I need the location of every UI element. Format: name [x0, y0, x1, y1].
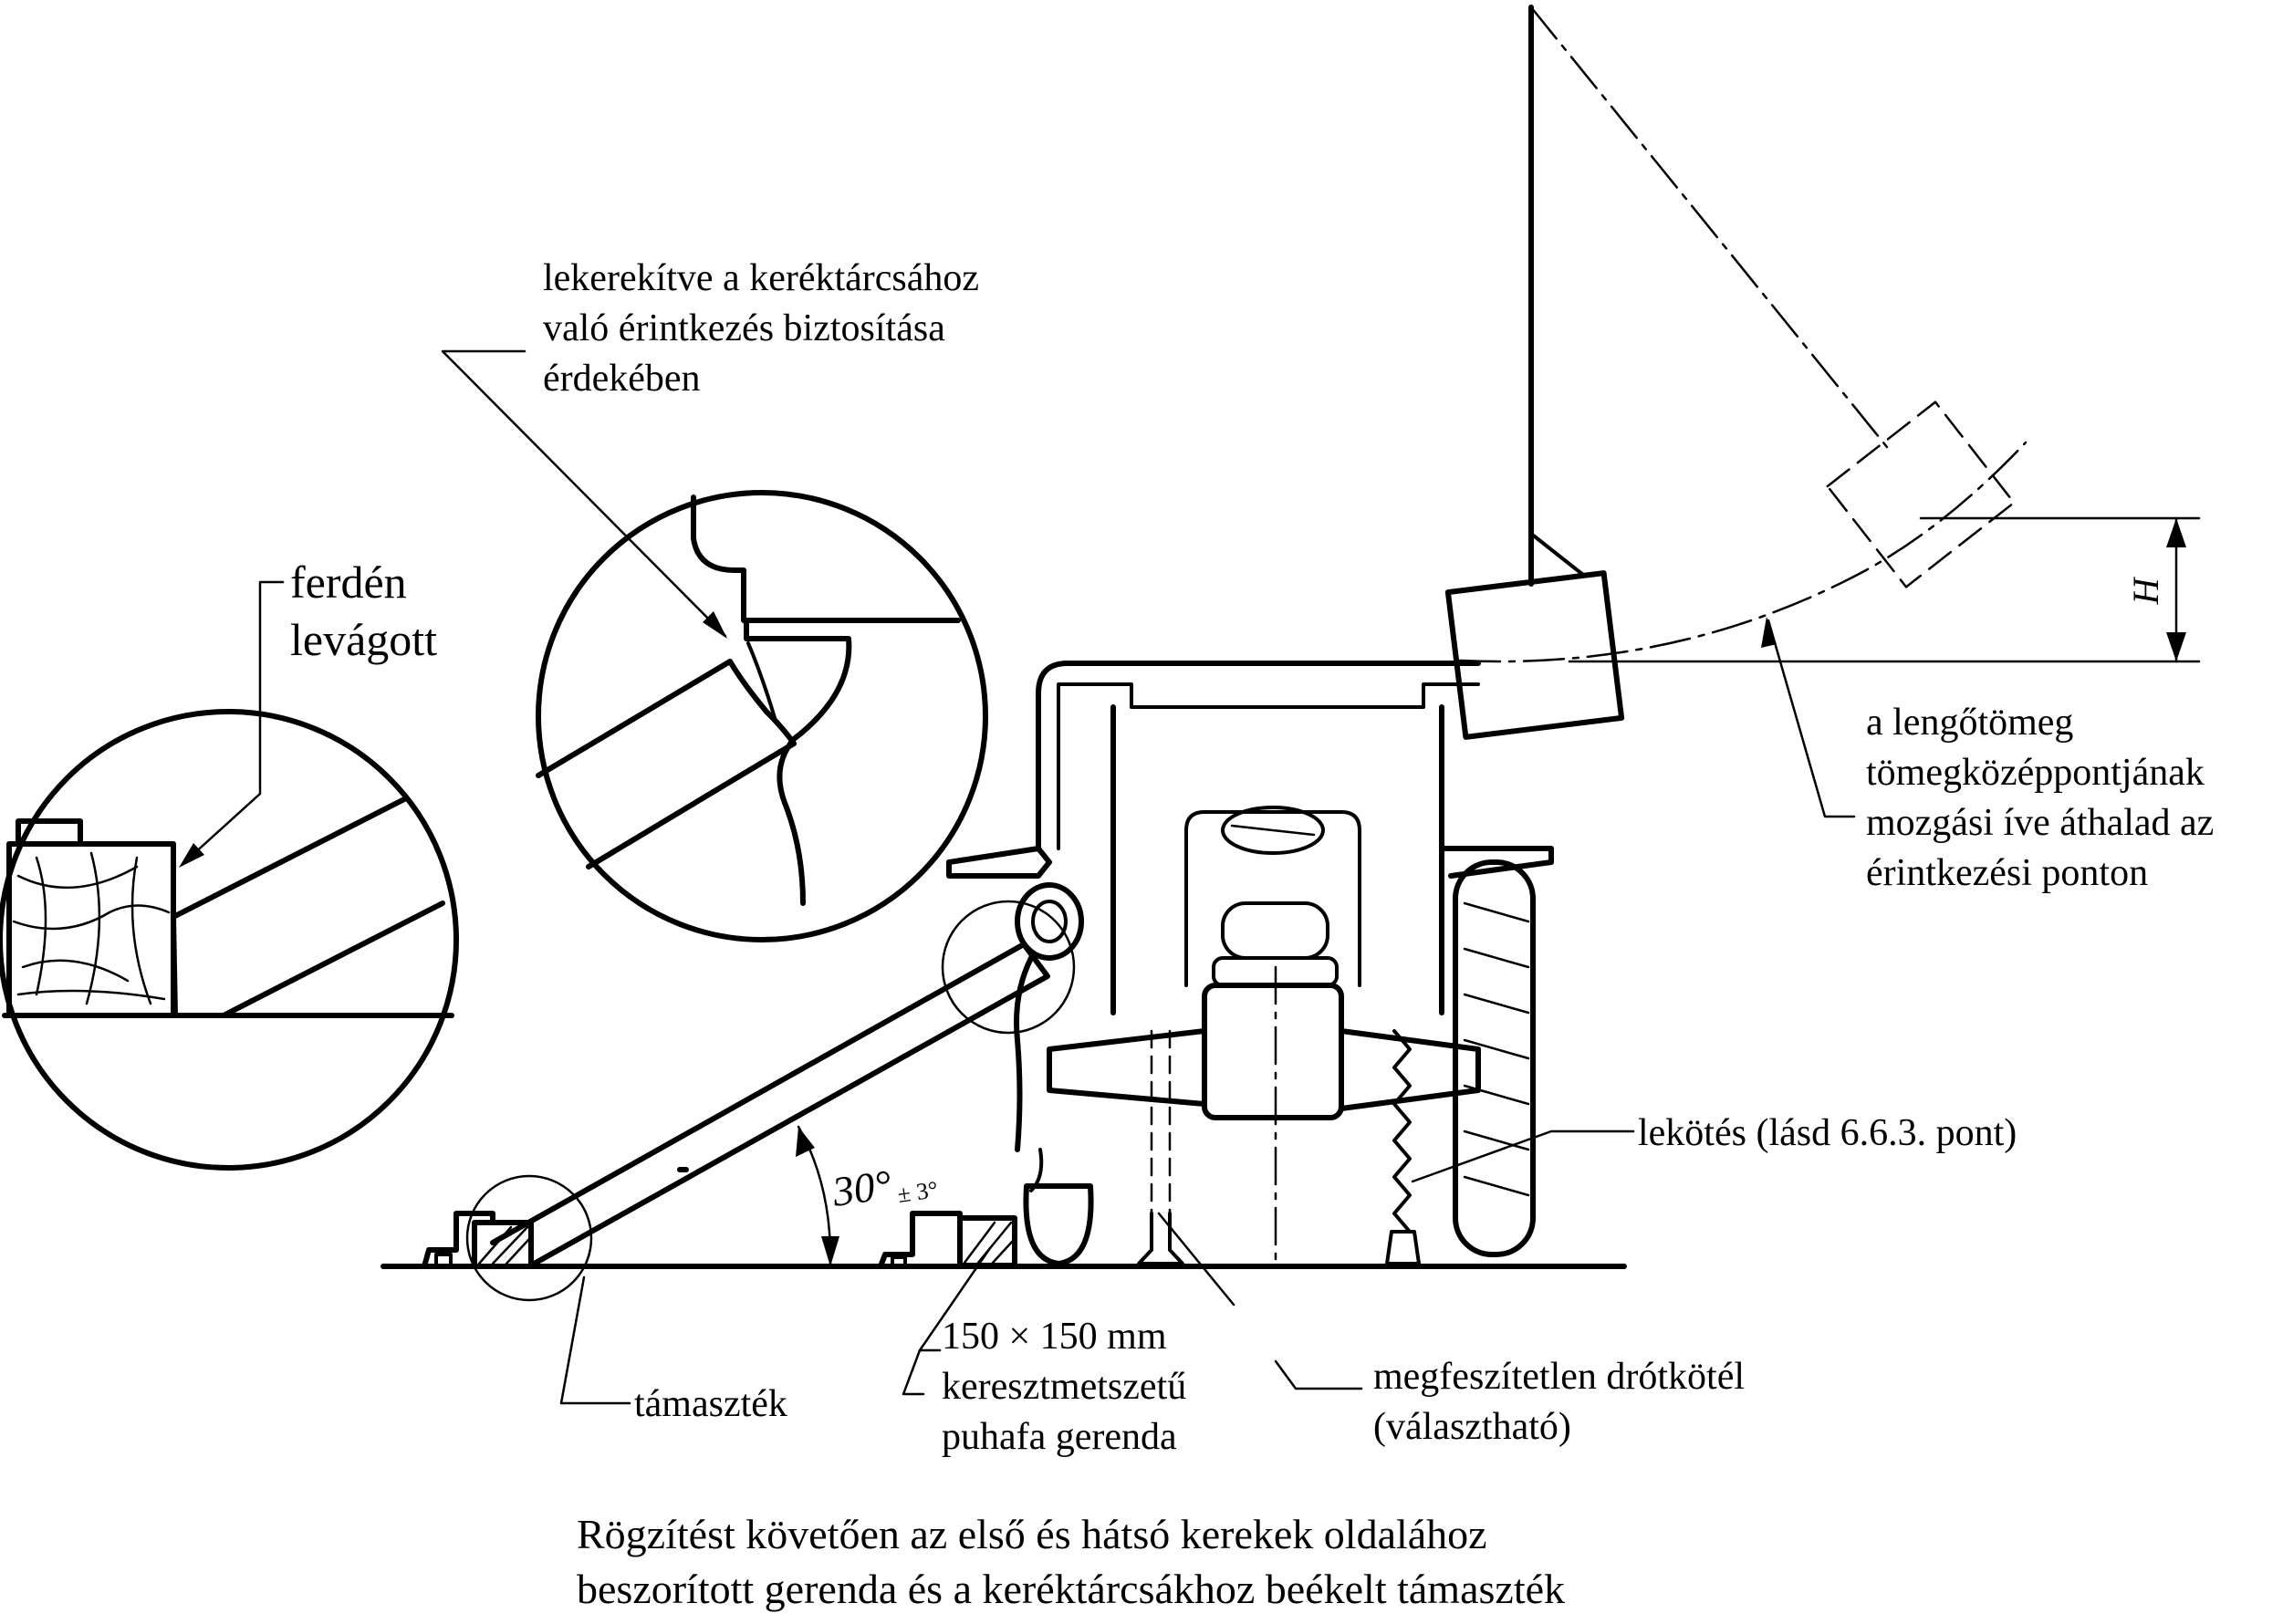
leader-rounded-note [441, 349, 727, 638]
rounded-strut-end [727, 659, 797, 746]
arrow-bevel [179, 843, 204, 868]
rounded-wheel-rim [691, 494, 961, 623]
left-wedge-hatch [477, 1225, 531, 1265]
pendulum-center-arc [1458, 441, 2028, 663]
left-chock [422, 1211, 495, 1269]
bevel-detail [0, 709, 459, 1171]
label-beam-1: 150 × 150 mm [942, 1316, 1167, 1358]
angle-arrow-bottom [821, 1236, 839, 1266]
label-rounded-note-1: lekerekítve a keréktárcsához [543, 257, 979, 299]
detail-circle-top [941, 900, 1076, 1035]
steering-wheel [1221, 806, 1325, 855]
left-wedge-block [472, 1220, 534, 1269]
left-chock-bolt [434, 1253, 453, 1267]
pendulum [1444, 5, 2201, 740]
label-arc-note-1: a lengőtömeg [1866, 702, 2073, 744]
bevel-block-top [16, 818, 83, 847]
label-height: H [2125, 576, 2166, 605]
front-wheel-bottom [1023, 1183, 1094, 1266]
right-wheel-tread [1463, 901, 1530, 1197]
label-angle-value: 30° [829, 1161, 894, 1215]
strut-bar [490, 942, 1050, 1269]
right-rear-wheel [1453, 859, 1536, 1257]
label-arc-note-4: érintkezési ponton [1866, 852, 2148, 894]
tractor [946, 661, 1554, 1268]
label-bevel-2: levágott [290, 614, 437, 665]
label-arc-note-3: mozgási íve áthalad az [1866, 802, 2214, 844]
left-wheel-hub-top [1015, 882, 1084, 961]
wheel-sidewall [1029, 1148, 1044, 1192]
label-rounded-note-3: érdekében [543, 358, 701, 400]
bevel-strut-upper [171, 796, 409, 920]
height-arrow-top [2166, 518, 2186, 547]
rollover-frame [1036, 661, 1481, 851]
label-bevel-1: ferdén [290, 557, 407, 608]
leader-beam-bracket [902, 1348, 925, 1396]
right-chock [878, 1211, 963, 1269]
leader-cable [1157, 1212, 1363, 1390]
seat-outline [1184, 810, 1361, 987]
label-tie-down: lekötés (lásd 6.6.3. pont) [1638, 1112, 2017, 1154]
pendulum-displaced-arm [1529, 5, 1889, 449]
rounded-detail [536, 490, 988, 942]
right-chock-bolt [891, 1255, 907, 1268]
right-fender [1439, 846, 1554, 879]
rounded-contact-arc [746, 641, 777, 723]
strut-assembly [422, 900, 1076, 1302]
bevel-wood-grain [12, 851, 171, 1005]
rollover-frame-inner [1057, 682, 1480, 850]
label-strut: támaszték [634, 1383, 787, 1425]
label-beam-2: keresztmetszetű [942, 1366, 1186, 1408]
label-arc-note-2: tömegközéppontjának [1866, 752, 2205, 794]
rear-axle [1047, 1028, 1207, 1107]
label-cable-2: (választható) [1373, 1406, 1571, 1448]
chain-anchor [1385, 1230, 1421, 1265]
leader-bevel [181, 580, 285, 866]
differential-housing [1202, 983, 1344, 1120]
leader-lines [179, 349, 1856, 1405]
rounded-detail-circle [536, 490, 988, 942]
detail-circle-bottom [465, 1174, 593, 1302]
arrow-rounded-note [703, 611, 727, 639]
steering-wheel-spoke [1230, 824, 1316, 837]
pendulum-mass-displaced [1826, 401, 2016, 588]
left-wheel-upper [1014, 955, 1034, 1152]
tie-down-chain [1392, 1029, 1412, 1234]
left-wheel-hub-top-inner [1031, 900, 1068, 943]
bevel-detail-circle [0, 709, 459, 1171]
label-angle-tolerance: ± 3° [896, 1176, 940, 1208]
leader-strut [559, 1275, 631, 1405]
leader-tie-down [1411, 1130, 1635, 1183]
caption-line-2: beszorított gerenda és a keréktárcsákhoz… [577, 1566, 1565, 1612]
caption-line-1: Rögzítést követően az első és hátsó kere… [577, 1511, 1487, 1557]
label-cable-1: megfeszítetlen drótkötél [1373, 1356, 1745, 1398]
angle-arrow-top [796, 1127, 815, 1157]
rounded-strut-upper [536, 659, 733, 778]
label-rounded-note-2: való érintkezés biztosítása [543, 307, 945, 349]
rounded-strut-lower [586, 741, 797, 869]
height-arrow-bottom [2166, 632, 2186, 661]
bevel-cut-edge [171, 914, 178, 1018]
left-fender [946, 846, 1052, 879]
leader-arc-note [1767, 619, 1856, 818]
bevel-strut-lower [221, 900, 445, 1018]
pendulum-brace [1529, 532, 1585, 577]
rounded-wheel-profile [744, 618, 852, 906]
right-beam-hatch [963, 1221, 1015, 1265]
cable-anchor [1137, 1212, 1184, 1265]
seat-cushion [1221, 901, 1329, 960]
arrow-arc-note [1761, 617, 1777, 648]
label-beam-3: puhafa gerenda [942, 1416, 1177, 1458]
right-beam-block [957, 1215, 1017, 1268]
